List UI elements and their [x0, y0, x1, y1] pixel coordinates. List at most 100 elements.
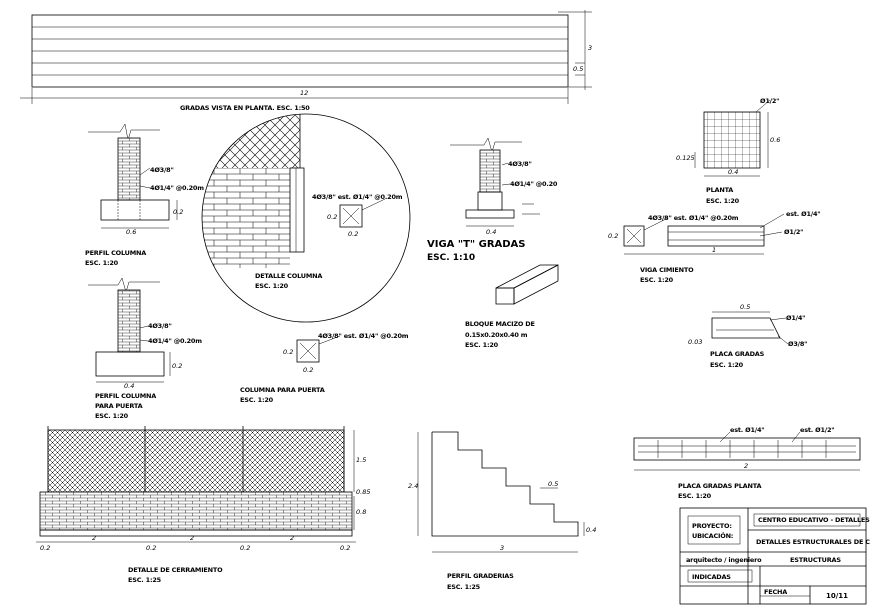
detalle-cerramiento-title: DETALLE DE CERRAMIENTO — [128, 566, 223, 574]
dim-0-2-g: 0.2 — [40, 544, 50, 552]
dim-0-2-h: 0.2 — [146, 544, 156, 552]
pgp-rebar1: est. Ø1/4" — [730, 426, 764, 434]
dim-0-5-top: 0.5 — [573, 65, 583, 73]
dim-2-c: 2 — [290, 534, 294, 542]
bloque-title: BLOQUE MACIZO DE — [465, 320, 535, 328]
bloque-dim: 0.15x0.20x0.40 m — [465, 331, 528, 339]
perfil-gradas-esc: ESC. 1:25 — [447, 583, 481, 591]
vc-rebar3: Ø1/2" — [784, 228, 803, 236]
tb-project: CENTRO EDUCATIVO - DETALLES ESTRUCTURALE… — [758, 516, 870, 524]
viga-gradas-esc: ESC. 1:10 — [427, 253, 475, 263]
perfil-columna-puerta: 4Ø3/8" 4Ø1/4" @0.20m 0.4 0.2 PERFIL COLU… — [88, 277, 202, 420]
dim-0-2-i: 0.2 — [240, 544, 250, 552]
tb-scale: INDICADAS — [692, 573, 731, 581]
pg-rebar1: Ø1/4" — [786, 314, 805, 322]
planta-esc: ESC. 1:20 — [706, 197, 740, 205]
perfil-puerta-sub: PARA PUERTA — [95, 402, 143, 410]
bloque-esc: ESC. 1:20 — [465, 341, 499, 349]
dim-0-2-b: 0.2 — [327, 213, 337, 221]
viga-rebar1: 4Ø3/8" — [508, 160, 532, 168]
sheet-number: 10/11 — [826, 592, 848, 600]
rebar-c2: 4Ø1/4" @0.20m — [148, 337, 202, 345]
dim-0-85: 0.85 — [356, 488, 370, 496]
dim-0-2-j: 0.2 — [340, 544, 350, 552]
placa-gradas-planta-title: PLACA GRADAS PLANTA — [678, 482, 761, 490]
tb-author: arquitecto / ingeniero — [686, 556, 762, 564]
columna-puerta-esc: ESC. 1:20 — [240, 396, 274, 404]
viga-rebar2: 4Ø1/4" @0.20 — [510, 180, 558, 188]
planta-rebar: Ø1/2" — [760, 97, 779, 105]
dim-0-125: 0.125 — [676, 154, 695, 162]
tb-line1: PROYECTO: — [692, 522, 732, 530]
dim-1-vc: 1 — [712, 246, 716, 254]
dim-0-4-st: 0.4 — [586, 526, 596, 534]
dim-0-2-e: 0.2 — [283, 348, 293, 356]
placa-gradas-title: PLACA GRADAS — [710, 350, 765, 358]
rebar-a2: 4Ø1/4" @0.20m — [150, 184, 204, 192]
columna-puerta: 4Ø3/8" est. Ø1/4" @0.20m 0.2 0.2 COLUMNA… — [240, 332, 409, 404]
dim-0-5-st: 0.5 — [548, 480, 558, 488]
placa-gradas-planta: est. Ø1/4" est. Ø1/2" 2 PLACA GRADAS PLA… — [633, 426, 861, 500]
dim-3: 3 — [588, 44, 592, 52]
columna-puerta-title: COLUMNA PARA PUERTA — [240, 386, 325, 394]
planta-title: PLANTA — [706, 186, 733, 194]
tb-drawing: ESTRUCTURAS — [790, 556, 841, 564]
dim-0-03: 0.03 — [688, 338, 702, 346]
cp-rebar: 4Ø3/8" est. Ø1/4" @0.20m — [318, 332, 409, 340]
vc-rebar2: est. Ø1/4" — [786, 210, 820, 218]
title-block: PROYECTO: UBICACIÓN: CENTRO EDUCATIVO - … — [679, 507, 870, 605]
gradas-plan-title: GRADAS VISTA EN PLANTA. ESC. 1:50 — [180, 104, 310, 112]
dim-2-4: 2.4 — [408, 482, 418, 490]
dim-1-5: 1.5 — [356, 456, 366, 464]
dim-0-2-c: 0.2 — [348, 230, 358, 238]
detalle-columna-title: DETALLE COLUMNA — [255, 272, 322, 280]
dim-2-b: 2 — [190, 534, 194, 542]
tb-date: FECHA — [764, 588, 787, 596]
dim-2-pgp: 2 — [744, 462, 748, 470]
dim-0-2-a: 0.2 — [173, 208, 183, 216]
dim-0-4-p: 0.4 — [728, 168, 738, 176]
gradas-plan-view: 12 3 0.5 GRADAS VISTA EN PLANTA. ESC. 1:… — [20, 10, 592, 112]
dim-0-6-a: 0.6 — [126, 228, 136, 236]
pgp-rebar2: est. Ø1/2" — [800, 426, 834, 434]
detalle-cerramiento: 1.5 0.85 0.8 0.2 2 0.2 2 0.2 2 0.2 DETAL… — [36, 426, 370, 584]
dim-0-8: 0.8 — [356, 508, 366, 516]
perfil-columna-esc: ESC. 1:20 — [85, 259, 119, 267]
viga-cimiento: 4Ø3/8" est. Ø1/4" @0.20m est. Ø1/4" Ø1/2… — [608, 210, 821, 284]
detalle-columna: 4Ø3/8" est. Ø1/4" @0.20m 0.2 0.2 DETALLE… — [201, 113, 411, 323]
perfil-puerta-esc: ESC. 1:20 — [95, 412, 129, 420]
viga-gradas-title: VIGA "T" GRADAS — [427, 239, 526, 250]
perfil-graderias: 2.4 3 0.5 0.4 PERFIL GRADERIAS ESC. 1:25 — [408, 431, 596, 591]
tb-line2: UBICACIÓN: — [692, 531, 733, 540]
viga-cimiento-title: VIGA CIMIENTO — [640, 266, 694, 274]
placa-gradas-esc: ESC. 1:20 — [710, 361, 744, 369]
perfil-columna-title: PERFIL COLUMNA — [85, 249, 146, 257]
tb-contents: DETALLES ESTRUCTURALES DE CERRAMIENTO Y … — [756, 538, 870, 546]
dim-12: 12 — [300, 89, 308, 97]
detalle-columna-esc: ESC. 1:20 — [255, 282, 289, 290]
dim-0-2-f: 0.2 — [303, 366, 313, 374]
dim-0-4-c: 0.4 — [124, 382, 134, 390]
perfil-puerta-title: PERFIL COLUMNA — [95, 392, 156, 400]
dim-2-a: 2 — [92, 534, 96, 542]
dim-0-2-vc: 0.2 — [608, 232, 618, 240]
placa-gradas-planta-esc: ESC. 1:20 — [678, 492, 712, 500]
rebar-a1: 4Ø3/8" — [150, 166, 174, 174]
dim-0-2-d: 0.2 — [172, 362, 182, 370]
perfil-columna: 4Ø3/8" 4Ø1/4" @0.20m 0.6 0.2 PERFIL COLU… — [85, 123, 204, 267]
dim-3-pg: 3 — [500, 544, 504, 552]
placa-gradas: 0.5 Ø1/4" Ø3/8" 0.03 PLACA GRADAS ESC. 1… — [688, 303, 808, 369]
detalle-cerramiento-esc: ESC. 1:25 — [128, 576, 162, 584]
pg-rebar2: Ø3/8" — [788, 340, 807, 348]
bloque-macizo: BLOQUE MACIZO DE 0.15x0.20x0.40 m ESC. 1… — [465, 264, 559, 349]
viga-cimiento-esc: ESC. 1:20 — [640, 276, 674, 284]
planta: Ø1/2" 0.6 0.4 0.125 PLANTA ESC. 1:20 — [676, 97, 780, 205]
vc-rebar: 4Ø3/8" est. Ø1/4" @0.20m — [648, 214, 739, 222]
rebar-c1: 4Ø3/8" — [148, 322, 172, 330]
dim-0-5-pg: 0.5 — [740, 303, 750, 311]
col-rebar: 4Ø3/8" est. Ø1/4" @0.20m — [312, 193, 403, 201]
dim-0-6-p: 0.6 — [770, 136, 780, 144]
viga-t-gradas: 4Ø3/8" 4Ø1/4" @0.20 0.4 VIGA "T" GRADAS … — [427, 137, 558, 263]
dim-0-4-v: 0.4 — [486, 228, 496, 236]
